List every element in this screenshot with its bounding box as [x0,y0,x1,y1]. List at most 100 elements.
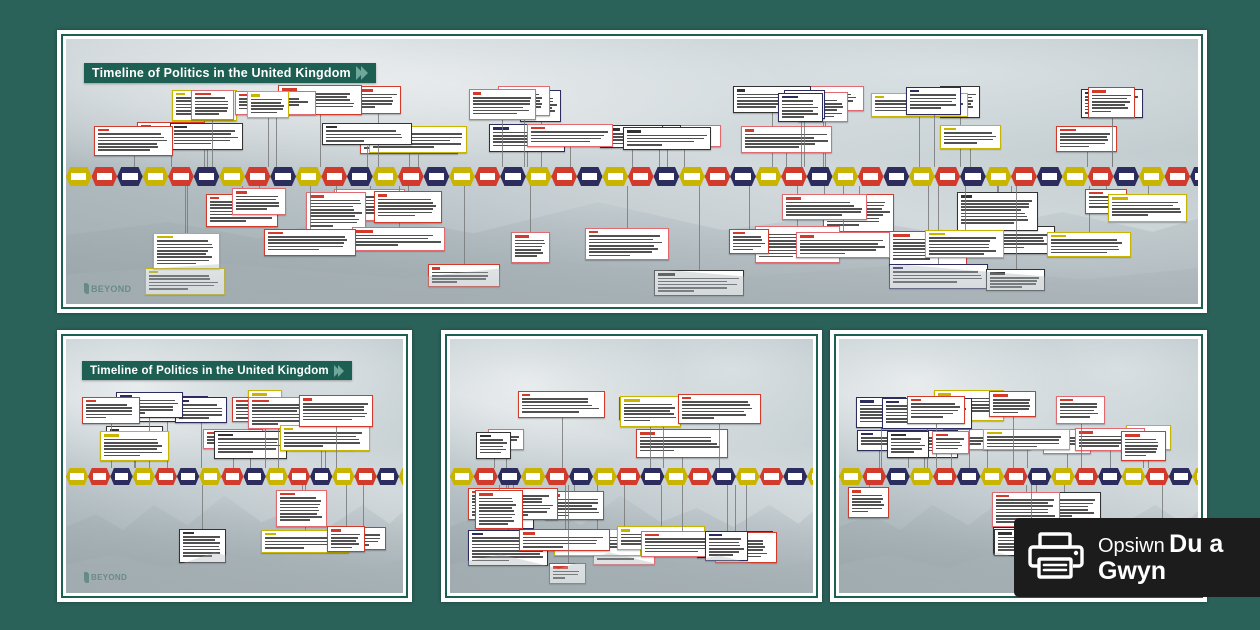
timeline-marker[interactable] [473,468,498,485]
timeline-event-card[interactable] [983,428,1070,451]
timeline-marker[interactable] [287,468,311,485]
timeline-event-card[interactable] [705,530,749,561]
timeline-marker[interactable] [934,167,961,186]
timeline-event-card[interactable] [169,122,244,150]
timeline-marker[interactable] [1011,167,1037,186]
timeline-marker[interactable] [1027,468,1052,485]
timeline-event-card[interactable] [1047,231,1131,257]
timeline-marker[interactable] [576,167,603,186]
timeline-marker[interactable] [423,167,450,186]
timeline-event-card[interactable] [1121,431,1166,461]
timeline-event-card[interactable] [1088,87,1135,118]
timeline-marker[interactable] [398,167,424,186]
timeline-marker[interactable] [295,167,322,186]
timeline-marker[interactable] [759,468,784,485]
timeline-event-card[interactable] [654,270,744,296]
timeline-marker[interactable] [688,468,712,485]
timeline-marker[interactable] [806,167,833,186]
timeline-event-card[interactable] [213,430,288,460]
timeline-marker[interactable] [755,167,782,186]
timeline-marker[interactable] [883,167,910,186]
timeline-marker[interactable] [592,468,617,485]
timeline-marker[interactable] [1190,167,1198,186]
timeline-event-card[interactable] [940,124,1001,150]
timeline-marker[interactable] [679,167,705,186]
timeline-event-card[interactable] [99,431,170,461]
poster-panel-section-2[interactable] [441,330,822,602]
timeline-marker[interactable] [110,468,133,485]
timeline-marker[interactable] [711,468,736,485]
timeline-marker[interactable] [1164,167,1191,186]
timeline-marker[interactable] [730,167,756,186]
timeline-marker[interactable] [1062,167,1088,186]
timeline-marker[interactable] [1113,167,1139,186]
timeline-marker[interactable] [781,167,807,186]
timeline-event-card[interactable] [907,395,966,424]
timeline-event-card[interactable] [144,267,226,295]
timeline-event-card[interactable] [989,391,1037,418]
timeline-event-card[interactable] [1056,395,1105,424]
print-option-badge[interactable]: Opsiwn Du a Gwyn [1014,518,1260,597]
timeline-event-card[interactable] [795,232,890,258]
timeline-event-card[interactable] [956,192,1038,231]
timeline-event-card[interactable] [276,489,327,527]
timeline-marker[interactable] [960,167,986,186]
timeline-marker[interactable] [219,167,245,186]
timeline-event-card[interactable] [232,188,286,215]
timeline-marker[interactable] [66,468,89,485]
timeline-marker[interactable] [398,468,403,485]
timeline-event-card[interactable] [778,92,824,122]
timeline-event-card[interactable] [246,91,290,119]
timeline-marker[interactable] [376,468,399,485]
timeline-marker[interactable] [193,167,220,186]
timeline-marker[interactable] [653,167,680,186]
timeline-marker[interactable] [243,468,266,485]
timeline-marker[interactable] [664,468,689,485]
timeline-event-card[interactable] [374,191,443,224]
timeline-marker[interactable] [569,468,593,485]
timeline-marker[interactable] [372,167,399,186]
timeline-marker[interactable] [704,167,731,186]
timeline-event-card[interactable] [191,89,234,120]
timeline-marker[interactable] [1168,468,1193,485]
poster-panel-section-1[interactable]: Timeline of Politics in the United Kingd… [57,330,412,602]
timeline-event-card[interactable] [986,269,1045,292]
timeline-marker[interactable] [321,167,348,186]
timeline-event-card[interactable] [280,424,370,451]
timeline-marker[interactable] [1036,167,1063,186]
poster-panel-full[interactable]: Timeline of Politics in the United Kingd… [57,30,1207,313]
timeline-event-card[interactable] [1108,194,1187,223]
timeline-marker[interactable] [154,468,177,485]
timeline-marker[interactable] [66,167,92,186]
timeline-marker[interactable] [117,167,143,186]
timeline-marker[interactable] [602,167,629,186]
timeline-event-card[interactable] [298,395,374,427]
timeline-event-card[interactable] [152,232,221,269]
timeline-marker[interactable] [832,167,858,186]
timeline-marker[interactable] [525,167,552,186]
timeline-marker[interactable] [332,468,355,485]
timeline-marker[interactable] [783,468,808,485]
timeline-event-card[interactable] [847,487,890,518]
timeline-event-card[interactable] [519,529,611,552]
timeline-marker[interactable] [521,468,546,485]
timeline-marker[interactable] [88,468,111,485]
timeline-event-card[interactable] [636,429,728,458]
timeline-marker[interactable] [354,468,377,485]
timeline-event-card[interactable] [248,396,308,429]
timeline-marker[interactable] [807,468,813,485]
timeline-marker[interactable] [91,167,118,186]
timeline-event-card[interactable] [729,228,770,254]
timeline-marker[interactable] [839,468,863,485]
timeline-event-card[interactable] [888,263,988,289]
timeline-marker[interactable] [310,468,333,485]
timeline-marker[interactable] [985,167,1012,186]
timeline-marker[interactable] [474,167,501,186]
timeline-marker[interactable] [1051,468,1075,485]
timeline-event-card[interactable] [677,393,761,424]
timeline-marker[interactable] [450,468,474,485]
timeline-event-card[interactable] [932,430,970,455]
timeline-event-card[interactable] [476,431,511,459]
timeline-event-card[interactable] [327,526,366,553]
timeline-marker[interactable] [735,468,760,485]
